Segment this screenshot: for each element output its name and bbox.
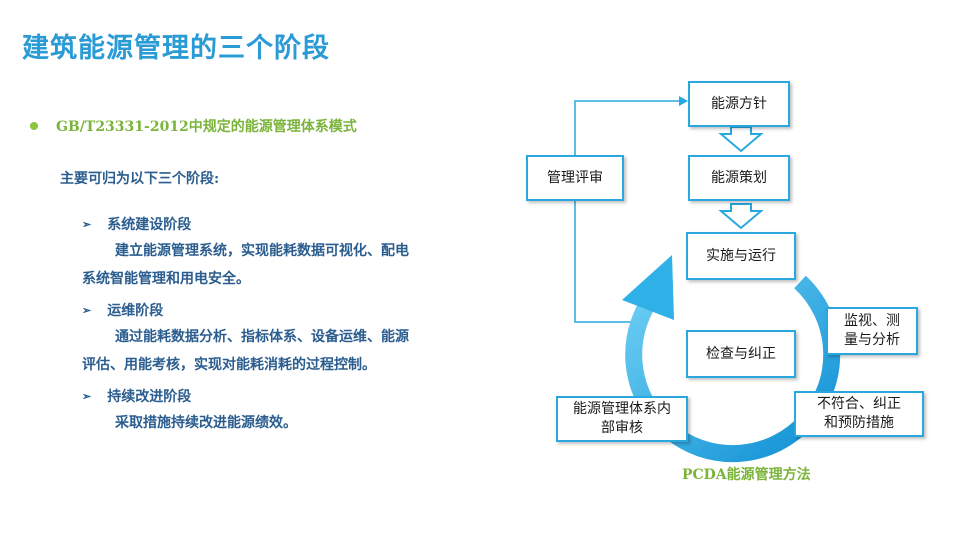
bullet-text: GB/T23331-2012中规定的能源管理体系模式 [56, 119, 357, 135]
stage-description-line: 采取措施持续改进能源绩效。 [115, 415, 297, 431]
stage-description-line: 评估、用能考核，实现对能耗消耗的过程控制。 [82, 357, 376, 373]
stage-description-build: 建立能源管理系统，实现能耗数据可视化、配电 系统智能管理和用电安全。 [82, 237, 482, 293]
node-label: 监视、测 [844, 313, 900, 329]
node-implementation: 实施与运行 [686, 232, 796, 280]
stage-description-line: 建立能源管理系统，实现能耗数据可视化、配电 [115, 243, 409, 259]
node-label: 检查与纠正 [706, 345, 776, 362]
arrowhead-bullet-icon: ➢ [82, 217, 92, 231]
bullet-dot-icon [30, 122, 38, 130]
node-energy-planning: 能源策划 [688, 155, 790, 201]
stage-heading-build: ➢ 系统建设阶段 [82, 214, 191, 234]
node-label: 能源方针 [711, 95, 767, 112]
stage-heading-text: 系统建设阶段 [107, 217, 192, 233]
stage-heading-operation: ➢ 运维阶段 [82, 300, 163, 320]
node-label: 实施与运行 [706, 247, 776, 264]
stage-description-operation: 通过能耗数据分析、指标体系、设备运维、能源 评估、用能考核，实现对能耗消耗的过程… [82, 323, 482, 379]
down-arrow-icon [718, 126, 764, 153]
node-label: 部审核 [601, 420, 643, 436]
intro-text: 主要可归为以下三个阶段: [60, 171, 220, 187]
stage-description-line: 系统智能管理和用电安全。 [82, 271, 250, 287]
arrowhead-bullet-icon: ➢ [82, 389, 92, 403]
node-check-correct: 检查与纠正 [686, 330, 796, 378]
stage-heading-improve: ➢ 持续改进阶段 [82, 386, 191, 406]
node-label: 管理评审 [547, 169, 603, 186]
node-energy-policy: 能源方针 [688, 81, 790, 127]
stage-heading-text: 运维阶段 [107, 303, 164, 319]
stage-description-line: 通过能耗数据分析、指标体系、设备运维、能源 [115, 329, 409, 345]
node-label: 量与分析 [844, 332, 900, 348]
node-management-review: 管理评审 [526, 155, 624, 201]
node-label: 能源管理体系内 [573, 401, 671, 417]
feedback-line [574, 100, 680, 323]
cycle-arrowhead-icon [622, 255, 674, 320]
stage-heading-text: 持续改进阶段 [107, 389, 192, 405]
node-internal-audit: 能源管理体系内 部审核 [556, 396, 688, 442]
node-label: 不符合、纠正 [817, 396, 901, 412]
node-monitoring: 监视、测 量与分析 [826, 307, 918, 355]
down-arrow-icon [718, 203, 764, 230]
node-nonconformity: 不符合、纠正 和预防措施 [794, 391, 924, 437]
node-label: 和预防措施 [824, 415, 894, 431]
feedback-arrow-icon [679, 96, 688, 106]
page-title: 建筑能源管理的三个阶段 [22, 33, 330, 64]
arrowhead-bullet-icon: ➢ [82, 303, 92, 317]
bullet-item: GB/T23331-2012中规定的能源管理体系模式 [30, 116, 357, 136]
node-label: 能源策划 [711, 169, 767, 186]
diagram-caption: PCDA能源管理方法 [682, 467, 811, 483]
stage-description-improve: 采取措施持续改进能源绩效。 [82, 409, 482, 437]
